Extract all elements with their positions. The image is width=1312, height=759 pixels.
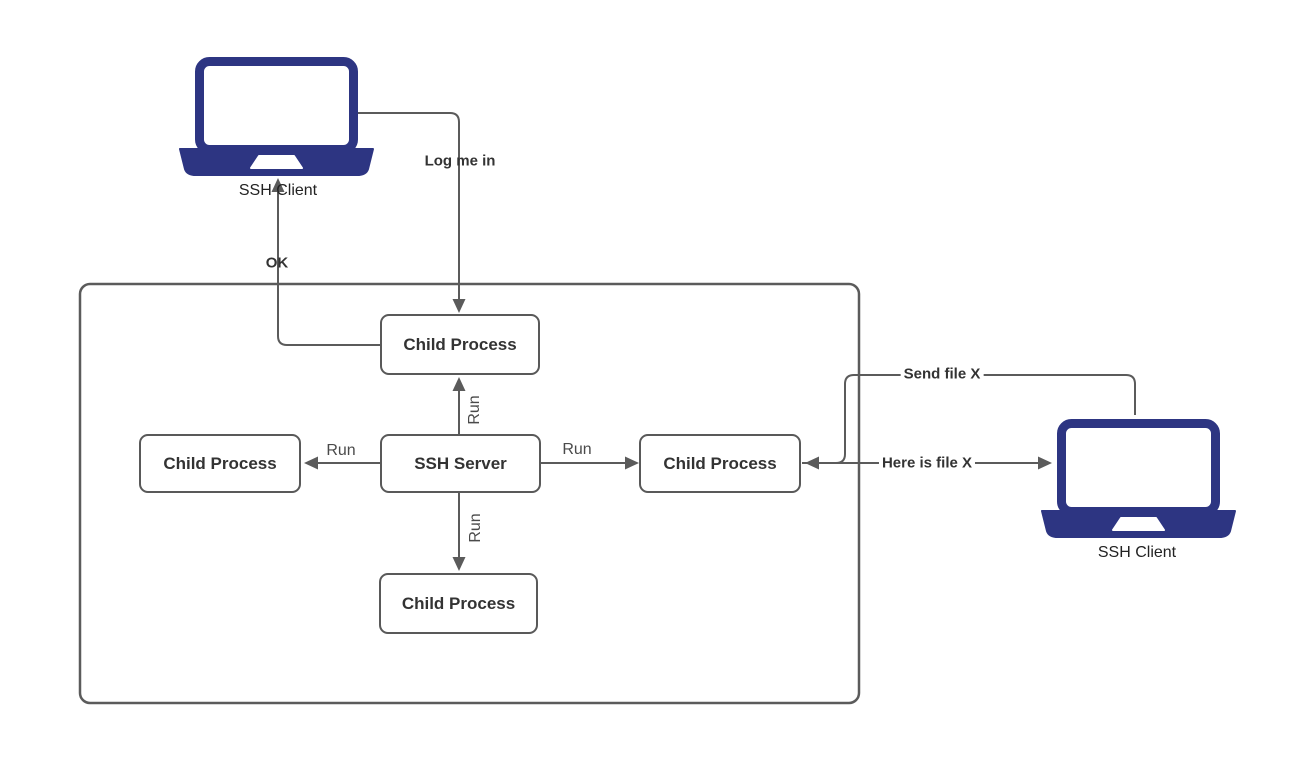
node-label: Child Process [663,453,777,473]
server-boundary-box [78,282,861,705]
node-child-process-left: Child Process [139,434,301,493]
client-label-right: SSH Client [1097,544,1177,561]
node-label: SSH Server [414,453,507,473]
edge-run-up [452,377,466,434]
edge-log-me-in [357,112,466,313]
node-child-process-top: Child Process [380,314,540,375]
node-label: Child Process [403,334,517,354]
edge-label-run-down: Run [467,513,484,543]
laptop-icon [1042,424,1235,538]
edge-label-run-left: Run [326,442,356,459]
client-label-top-left: SSH Client [238,182,318,199]
edge-label-run-right: Run [562,441,592,458]
edge-run-right [540,456,639,470]
node-ssh-server: SSH Server [380,434,541,493]
edge-label-run-up: Run [466,395,483,425]
node-label: Child Process [163,453,277,473]
node-child-process-right: Child Process [639,434,801,493]
node-label: Child Process [401,593,516,613]
edge-ok [271,178,380,346]
edge-label-log-me-in: Log me in [424,152,496,170]
edge-label-send-file-x: Send file X [900,365,984,383]
laptop-icon [180,62,373,176]
node-child-process-bottom: Child Process [379,573,538,634]
edge-label-ok: OK [265,254,289,272]
edge-run-down [452,492,466,571]
edge-run-left [304,456,380,470]
edge-label-here-is-file-x: Here is file X [878,454,976,472]
